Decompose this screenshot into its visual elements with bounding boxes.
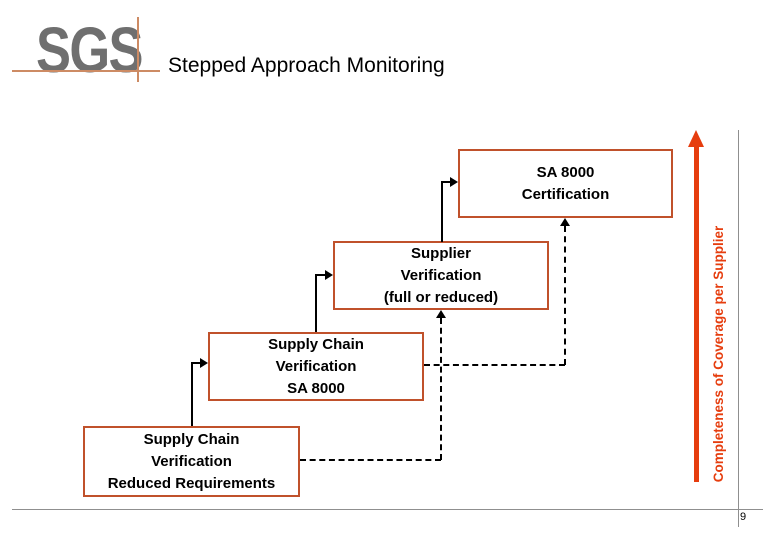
dashed-connector-horizontal [300,459,441,461]
box-line: Supply Chain [143,430,240,448]
box-line: (full or reduced) [383,288,499,306]
box-line: SA 8000 [536,163,595,181]
dashed-connector-vertical [564,226,566,365]
box-sa8000-certification: SA 8000 Certification [458,149,673,218]
box-line: Certification [521,185,610,203]
coverage-arrow-line [694,146,699,482]
box-supply-chain-reduced: Supply Chain Verification Reduced Requir… [83,426,300,497]
box-supplier-verification: Supplier Verification (full or reduced) [333,241,549,310]
box-line: Verification [400,266,482,284]
page-number: 9 [740,511,747,523]
box-line: Supply Chain [268,335,364,353]
solid-connector-vertical [191,363,193,426]
box-line: Supplier [410,244,471,262]
coverage-arrowhead-icon [688,130,704,147]
logo-crossbar [137,17,139,82]
solid-connector-vertical [315,275,317,332]
arrowhead-right-icon [200,358,208,368]
arrowhead-up-icon [436,310,446,318]
solid-connector-horizontal [441,181,451,183]
box-line: Reduced Requirements [107,474,276,492]
arrowhead-right-icon [325,270,333,280]
frame-line-vertical [738,130,739,527]
box-line: SA 8000 [287,379,345,397]
box-line: Verification [151,452,232,470]
solid-connector-horizontal [191,362,200,364]
completeness-axis-label: Completeness of Coverage per Supplier [711,225,726,483]
dashed-connector-vertical [440,318,442,460]
box-line: Verification [275,357,357,375]
logo-underline [12,70,160,72]
frame-line-horizontal [12,509,763,510]
dashed-connector-horizontal [424,364,565,366]
sgs-logo: SGS [36,14,144,86]
solid-connector-horizontal [315,274,325,276]
slide-title: Stepped Approach Monitoring [168,54,445,77]
solid-connector-vertical [441,182,443,242]
arrowhead-up-icon [560,218,570,226]
arrowhead-right-icon [450,177,458,187]
box-supply-chain-sa8000: Supply Chain Verification SA 8000 [208,332,424,401]
